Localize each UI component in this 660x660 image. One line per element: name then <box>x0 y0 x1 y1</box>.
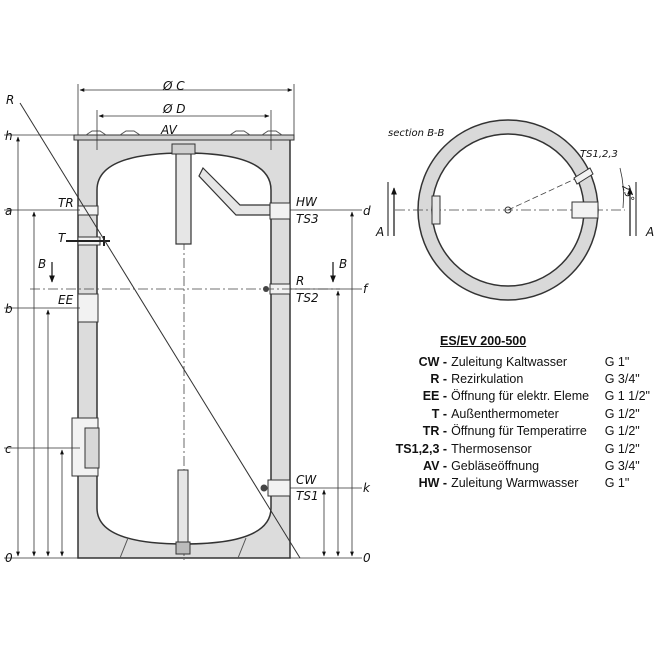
section-mark-right: B <box>339 257 347 271</box>
label-ts3: TS3 <box>296 212 319 226</box>
tr-fitting <box>77 205 99 216</box>
legend-row: TR - Öffnung für Temperatirre G 1/2" <box>388 423 650 440</box>
legend-thread: G 1" <box>604 354 630 369</box>
section-mark-a-right: A <box>645 225 654 239</box>
tank-side-view <box>19 102 340 560</box>
label-cw: CW <box>296 473 317 487</box>
radius-label: R <box>6 93 14 107</box>
ee-fitting <box>77 293 99 323</box>
legend-desc: Außenthermometer <box>451 406 559 421</box>
legend-code: TS1,2,3 - <box>395 441 448 456</box>
label-av: AV <box>160 123 178 137</box>
level-f: f <box>363 282 369 296</box>
legend-desc: Zuleitung Kaltwasser <box>451 354 568 369</box>
level-0-left: 0 <box>5 551 13 565</box>
level-0-right: 0 <box>363 551 371 565</box>
legend-thread: G 1 1/2" <box>604 389 650 404</box>
legend-code: CW - <box>418 354 448 369</box>
level-a: a <box>5 204 12 218</box>
cw-fitting <box>267 479 291 497</box>
label-hw: HW <box>296 195 318 209</box>
legend-desc: Rezirkulation <box>451 372 524 387</box>
legend-thread: G 3/4" <box>604 459 640 474</box>
legend-code: TR - <box>422 424 448 439</box>
label-tr: TR <box>58 196 74 210</box>
legend-code: R - <box>430 372 448 387</box>
level-d: d <box>363 204 371 218</box>
legend-thread: G 1" <box>604 476 630 491</box>
section-title: section B-B <box>388 128 444 139</box>
legend-code: T - <box>431 406 448 421</box>
dimension-lines <box>4 84 362 559</box>
av-pipe <box>175 145 192 245</box>
legend-row: HW - Zuleitung Warmwasser G 1" <box>388 475 650 492</box>
legend-desc: Zuleitung Warmwasser <box>451 476 579 491</box>
level-b: b <box>5 302 13 316</box>
legend-desc: Gebläseöffnung <box>451 459 540 474</box>
legend-thread: G 1/2" <box>604 424 640 439</box>
section-mark-a-left: A <box>375 225 384 239</box>
inner-diameter-label: Ø D <box>162 102 186 116</box>
section-sensor-label: TS1,2,3 <box>580 149 618 160</box>
level-c: c <box>5 442 12 456</box>
legend-thread: G 3/4" <box>604 372 640 387</box>
legend-row: T - Außenthermometer G 1/2" <box>388 405 650 422</box>
legend-desc: Öffnung für Temperatirre <box>451 424 587 439</box>
top-lid <box>73 134 295 141</box>
legend-code: HW - <box>418 476 448 491</box>
legend-code: EE - <box>422 389 448 404</box>
label-r: R <box>296 274 304 288</box>
legend-row: R - Rezirkulation G 3/4" <box>388 370 650 387</box>
legend: ES/EV 200-500 CW - Zuleitung Kaltwasser … <box>388 334 650 492</box>
legend-desc: Thermosensor <box>451 441 532 456</box>
legend-row: CW - Zuleitung Kaltwasser G 1" <box>388 353 650 370</box>
legend-thread: G 1/2" <box>604 406 640 421</box>
label-ts2: TS2 <box>296 291 319 305</box>
legend-code: AV - <box>422 459 448 474</box>
label-t: T <box>58 231 67 245</box>
level-h: h <box>5 129 13 143</box>
level-k: k <box>363 481 371 495</box>
section-view <box>387 119 637 301</box>
outer-diameter-label: Ø C <box>162 79 185 93</box>
legend-desc: Öffnung für elektr. Eleme <box>451 389 590 404</box>
section-angle-label: 25° <box>619 183 635 203</box>
legend-row: EE - Öffnung für elektr. Eleme G 1 1/2" <box>388 388 650 405</box>
label-ts1: TS1 <box>296 489 319 503</box>
section-mark-left: B <box>38 257 46 271</box>
legend-title: ES/EV 200-500 <box>440 334 527 348</box>
legend-row: AV - Gebläseöffnung G 3/4" <box>388 457 650 474</box>
label-ee: EE <box>58 293 74 307</box>
legend-row: TS1,2,3 - Thermosensor G 1/2" <box>388 440 650 457</box>
legend-thread: G 1/2" <box>604 441 640 456</box>
cw-pipe <box>177 469 189 551</box>
